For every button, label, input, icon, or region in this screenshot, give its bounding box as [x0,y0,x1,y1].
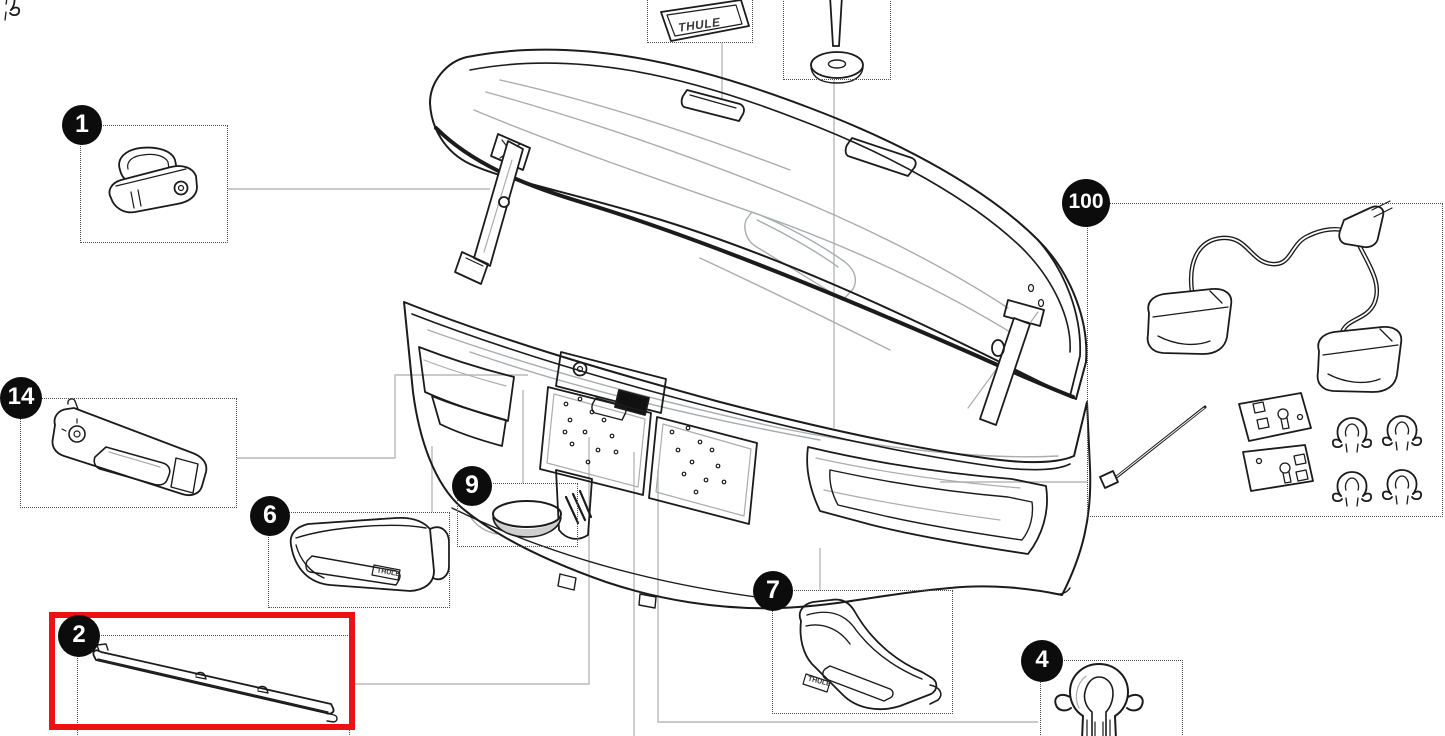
part-4-sketch [1054,663,1144,736]
part-box-9 [457,483,578,547]
part-box-screw-washer [783,0,891,80]
left-lid-stay [454,133,531,285]
screw-washer-sketch [810,0,864,84]
part-badge-1-label: 1 [75,109,89,138]
part-100-sketch [4,0,1423,507]
clip-icon [4,0,21,21]
part-badge-14[interactable]: 14 [0,377,42,419]
part-1-sketch [108,146,198,214]
part-badge-7-label: 7 [766,575,780,604]
part-box-logo-plate [647,0,753,43]
part-badge-1[interactable]: 1 [62,105,102,145]
main-box-drawing [403,48,1092,610]
tub-outline [403,301,1092,610]
leader-line-part-4 [657,470,1038,723]
front-mounting-plates [539,351,758,540]
part-box-14 [20,398,237,508]
part-badge-2[interactable]: 2 [58,615,100,657]
part-box-4 [1040,660,1183,736]
part-2-sketch [92,643,338,723]
part-badge-2-label: 2 [72,621,86,648]
part-box-7 [772,590,953,714]
part-box-100 [1087,203,1443,517]
part-box-1 [80,125,228,243]
part-6-brand-text: THULE [376,567,401,578]
thule-logo-plate-sketch: THULE [660,0,750,42]
lid-outline [429,48,1088,400]
part-badge-7[interactable]: 7 [753,571,793,611]
part-6-sketch: THULE [289,516,450,592]
bumpers [418,346,1071,609]
part-badge-4-label: 4 [1035,646,1049,673]
part-badge-4[interactable]: 4 [1021,640,1063,682]
part-box-6 [268,512,450,608]
lid-slots [680,89,917,177]
part-badge-9[interactable]: 9 [452,466,492,506]
selected-part-highlight [49,612,355,730]
leader-line-part-14 [237,374,528,459]
part-badge-9-label: 9 [465,470,479,499]
right-lid-stay [967,299,1045,426]
part-9-sketch [492,500,562,538]
part-badge-6[interactable]: 6 [250,496,290,536]
part-badge-100-label: 100 [1068,190,1104,213]
part-badge-6-label: 6 [263,500,277,529]
part-7-sketch: THULE [798,598,942,711]
part-badge-100[interactable]: 100 [1062,179,1110,227]
thule-logo-text: THULE [677,15,722,35]
part-badge-14-label: 14 [7,383,35,410]
leader-lines [228,43,1087,736]
